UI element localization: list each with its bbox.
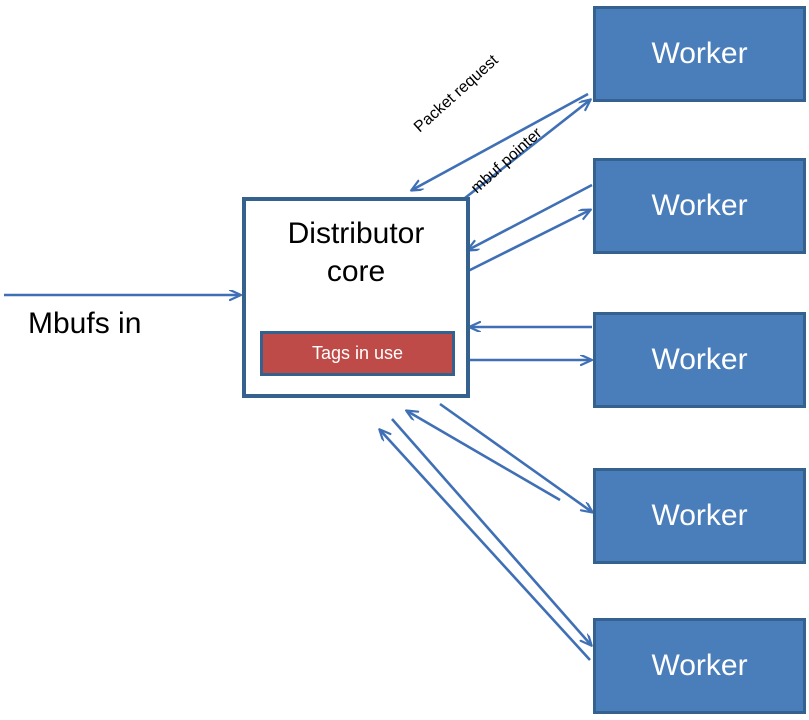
arrow-distributor-to-worker1 — [464, 100, 590, 200]
worker-box-5[interactable]: Worker — [593, 618, 806, 714]
arrow-worker2-to-distributor — [468, 183, 593, 250]
worker-box-1[interactable]: Worker — [593, 6, 806, 102]
worker-box-4[interactable]: Worker — [593, 468, 806, 564]
worker-label-2: Worker — [651, 189, 748, 222]
tags-in-use-label: Tags in use — [311, 343, 404, 363]
arrow-distributor-to-worker2 — [465, 210, 590, 274]
tags-in-use-box[interactable]: Tags in use — [260, 331, 455, 376]
arrow-worker1-to-distributor — [412, 92, 589, 190]
worker-label-3: Worker — [651, 343, 748, 376]
worker-box-2[interactable]: Worker — [593, 158, 806, 254]
arrow-worker5-to-distributor — [380, 430, 591, 661]
mbufs-in-label: Mbufs in — [28, 307, 142, 340]
worker-label-5: Worker — [651, 649, 748, 682]
worker-label-4: Worker — [651, 499, 748, 532]
worker-box-3[interactable]: Worker — [593, 312, 806, 408]
arrow-distributor-to-worker4 — [439, 402, 592, 512]
arrow-distributor-to-worker5 — [391, 418, 591, 645]
worker-label-1: Worker — [651, 37, 748, 70]
arrow-worker4-to-distributor — [407, 411, 561, 502]
distributor-core-label: Distributor core — [287, 217, 425, 288]
